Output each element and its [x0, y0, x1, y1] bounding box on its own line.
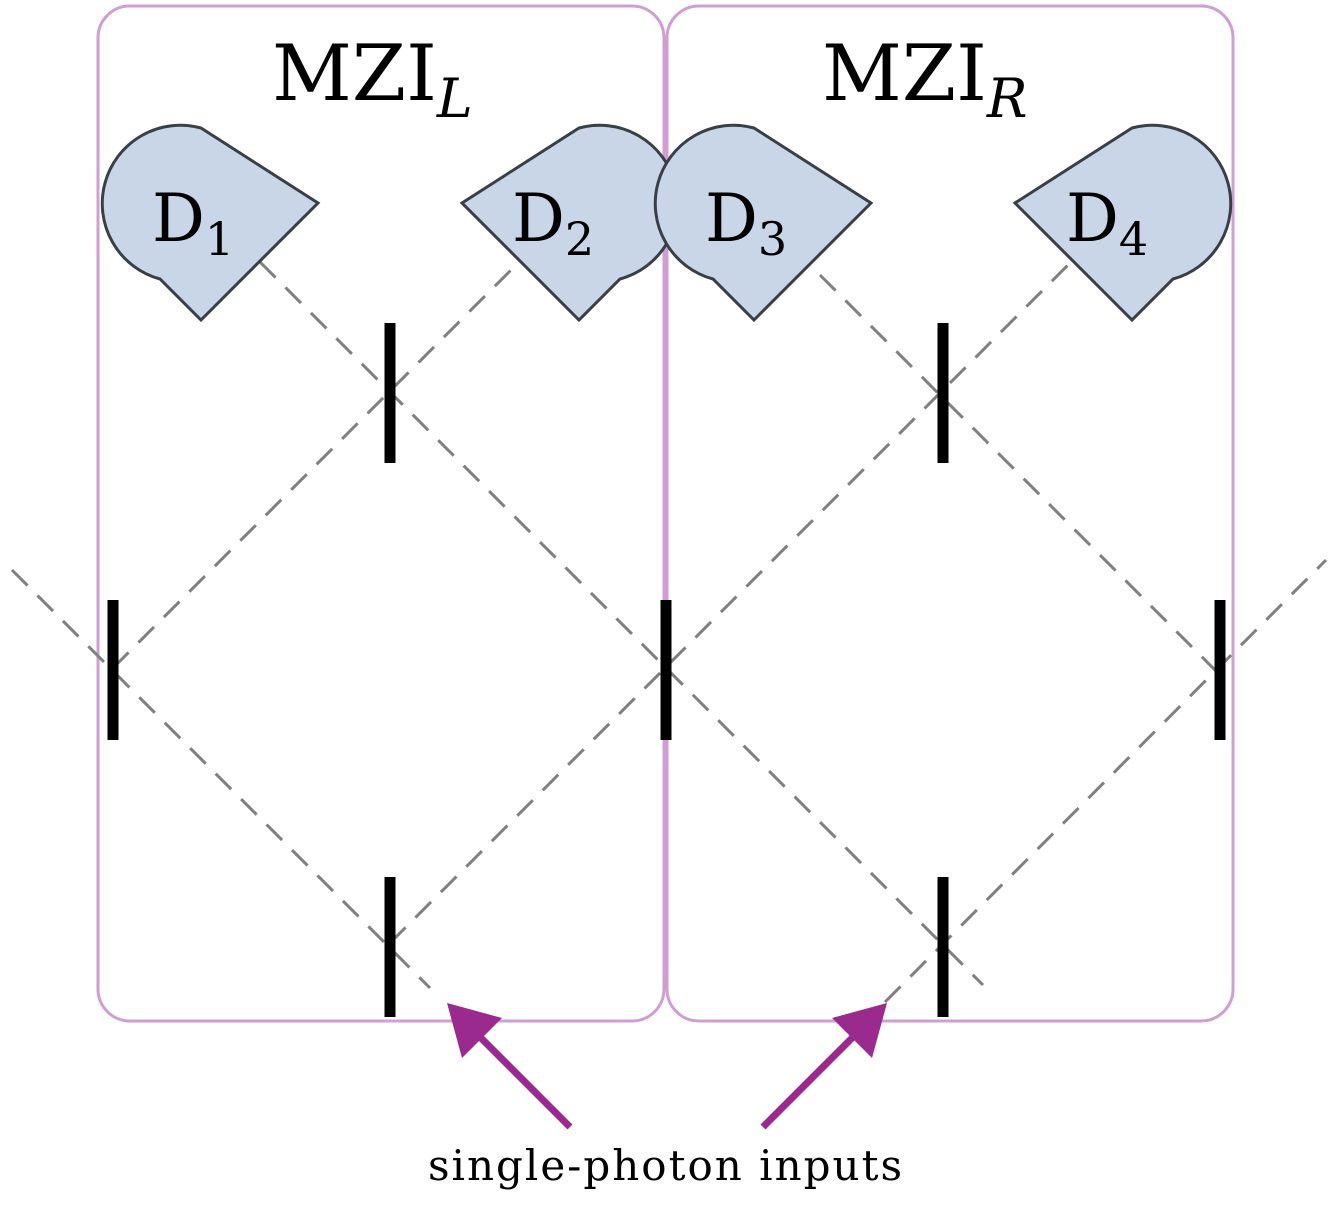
arrow-shaft	[760, 1024, 866, 1130]
detector-d4: D4	[1012, 123, 1233, 323]
panel-mzi-left	[96, 4, 666, 1023]
caption: single-photon inputs	[428, 1141, 904, 1190]
detector-d3-label: D3	[705, 180, 787, 266]
detector-d4-icon	[1012, 123, 1233, 323]
beam-path	[111, 251, 530, 670]
panel-title-left: MZIL	[272, 29, 473, 130]
detector-d1-label: D1	[152, 180, 234, 266]
panel-title-right: MZIR	[822, 29, 1028, 130]
arrow-head	[832, 1003, 887, 1058]
detector-d2-label: D2	[512, 180, 594, 266]
input-arrow-right	[760, 1003, 887, 1130]
detector-d1: D1	[100, 123, 321, 323]
input-arrow-left	[447, 1003, 573, 1130]
beam-path	[258, 260, 985, 987]
detector-d3-icon	[653, 123, 874, 323]
arrow-shaft	[467, 1024, 573, 1130]
beam-splitters	[107, 323, 1226, 1017]
detector-d3: D3	[653, 123, 874, 323]
beam-paths	[10, 251, 1328, 1004]
beam-path	[10, 568, 432, 990]
detector-d4-label: D4	[1066, 180, 1148, 266]
beam-path	[883, 558, 1328, 1004]
panel-mzi-right	[665, 4, 1235, 1023]
arrow-head	[447, 1003, 502, 1058]
detector-d1-icon	[100, 123, 321, 323]
beam-path	[818, 273, 1222, 677]
detector-d2: D2	[459, 123, 680, 323]
beam-path	[388, 251, 1082, 945]
